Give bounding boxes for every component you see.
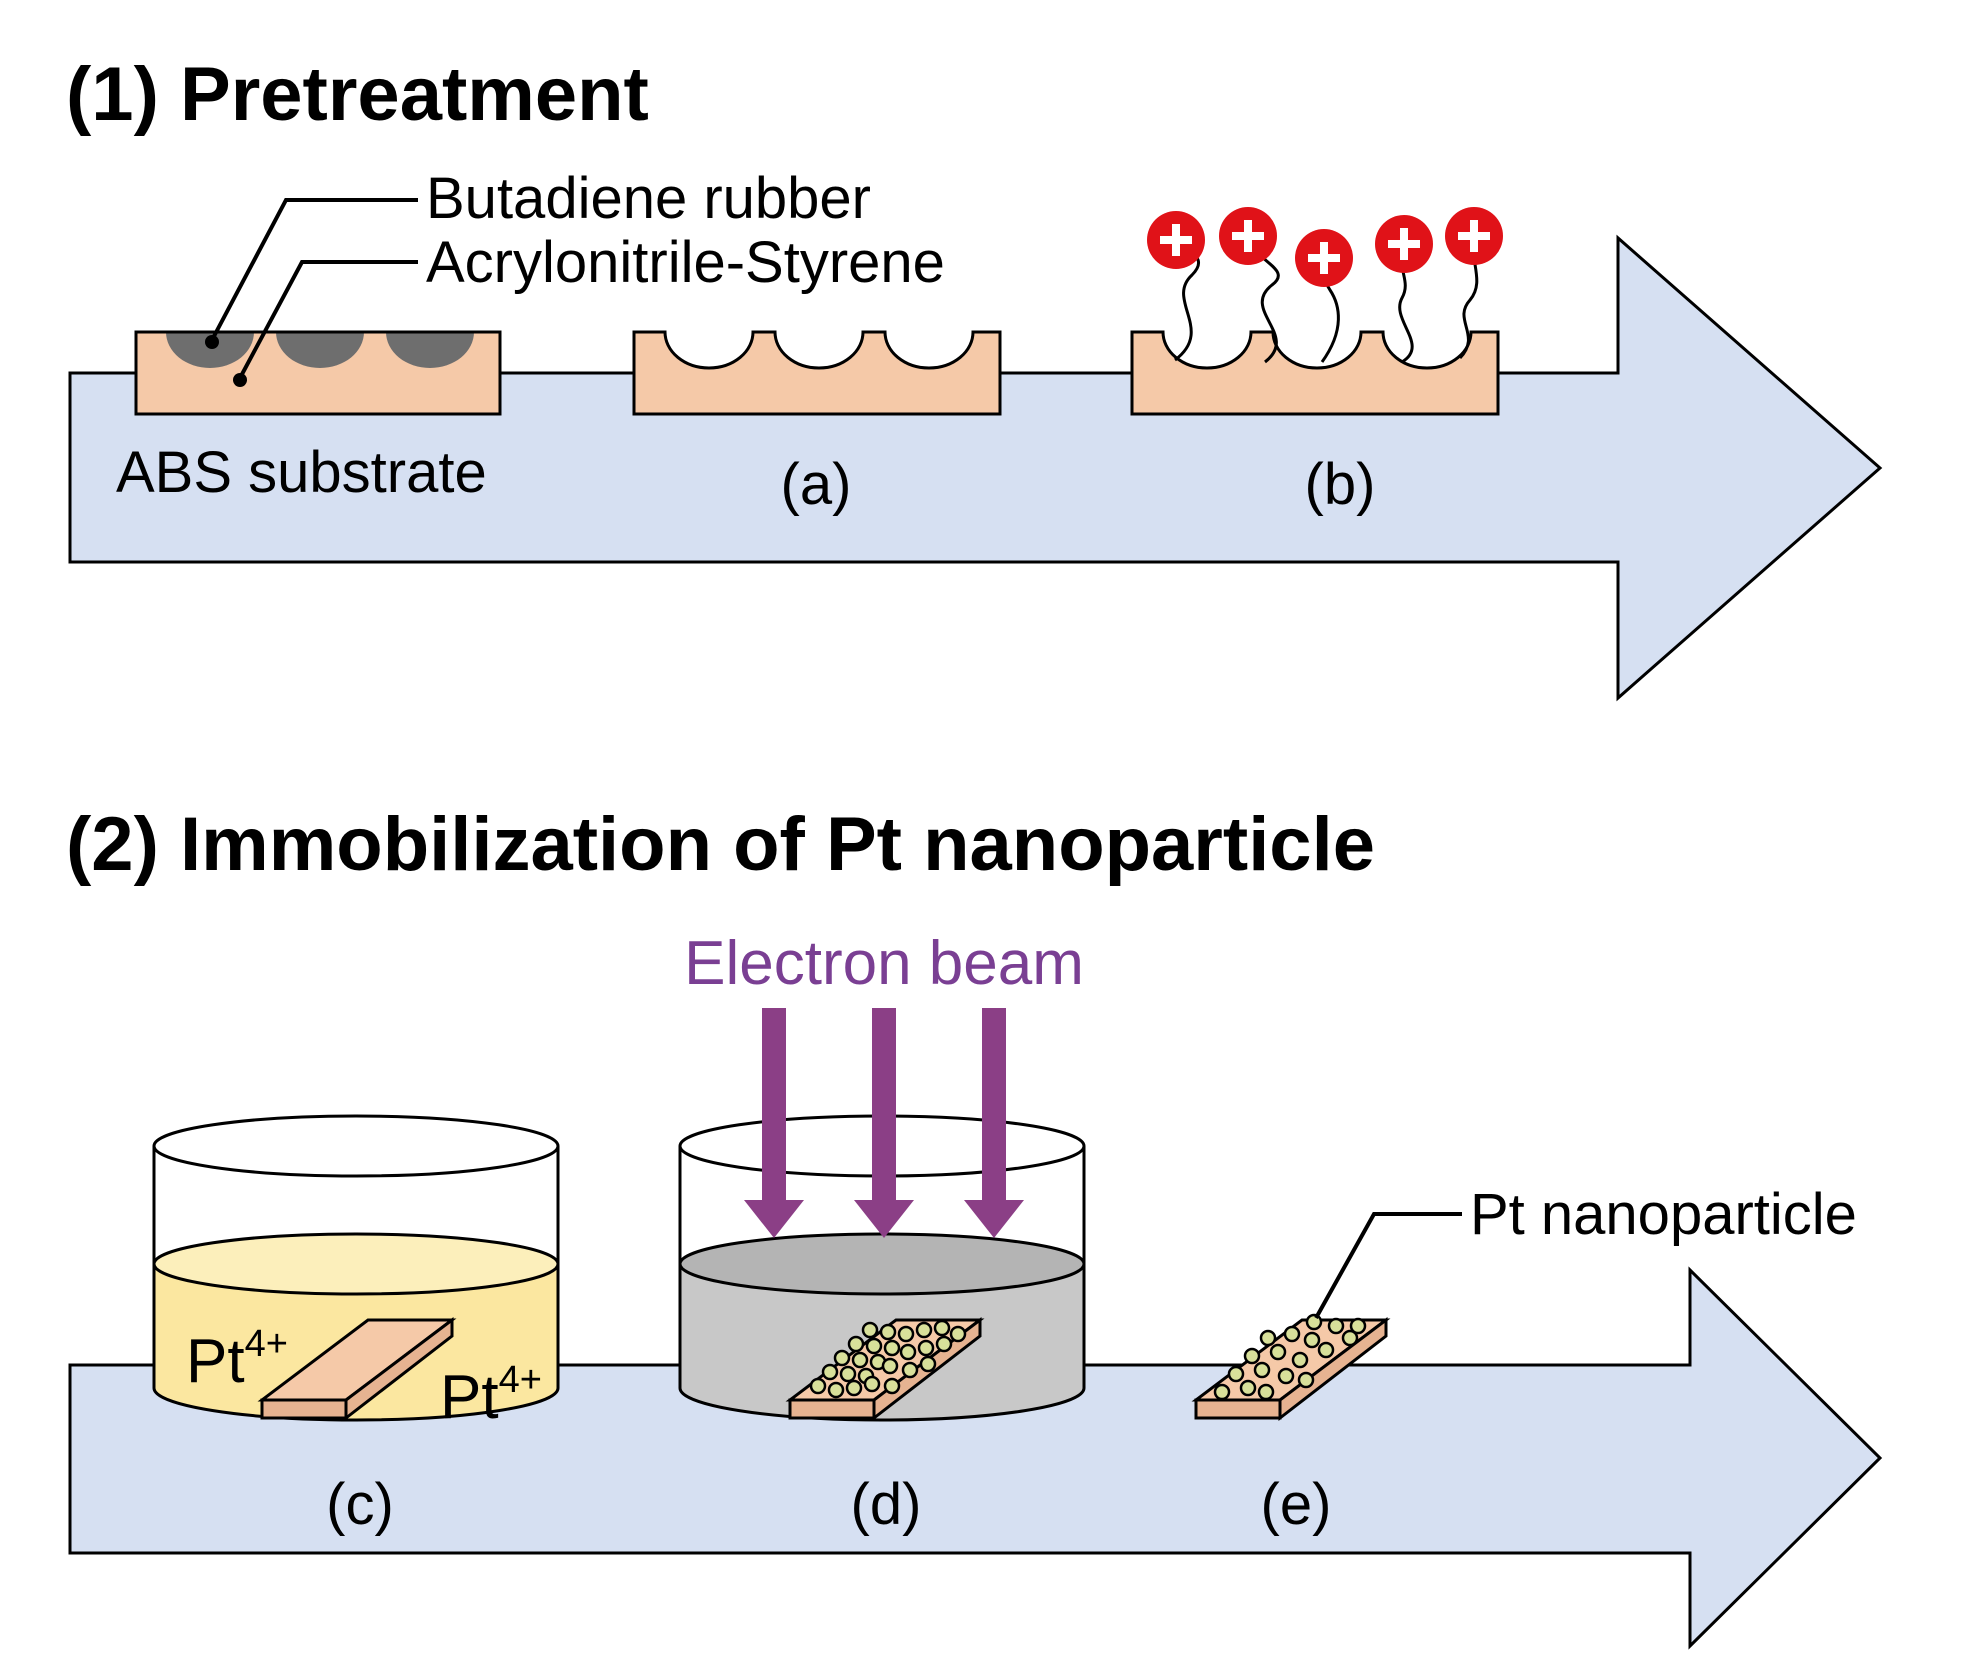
nanoparticle-leader-line bbox=[1314, 1212, 1462, 1319]
beaker-d bbox=[678, 1114, 1086, 1422]
final-substrate-e bbox=[1191, 1313, 1391, 1422]
abs-substrate bbox=[134, 330, 502, 416]
process-arrow-1 bbox=[68, 234, 1883, 702]
pt-nanoparticles-e bbox=[1213, 1313, 1367, 1401]
electron-beam-arrow-icon bbox=[744, 1008, 804, 1238]
step-d-label: (d) bbox=[851, 1472, 922, 1537]
butadiene-pointer-dot bbox=[205, 335, 219, 349]
electron-beam-arrow-icon bbox=[964, 1008, 1024, 1238]
pt-nanoparticle-label: Pt nanoparticle bbox=[1470, 1182, 1857, 1247]
step-c-label: (c) bbox=[326, 1472, 394, 1537]
electron-beam-arrow-icon bbox=[854, 1008, 914, 1238]
step-a-label: (a) bbox=[781, 452, 852, 517]
section-1-heading: (1) Pretreatment bbox=[66, 52, 649, 137]
abs-substrate-label: ABS substrate bbox=[116, 440, 487, 505]
leader-lines-section-1 bbox=[210, 198, 418, 379]
electron-beam-label: Electron beam bbox=[684, 929, 1084, 998]
process-arrow-2 bbox=[68, 1266, 1883, 1650]
etched-substrate-a bbox=[632, 330, 1002, 416]
butadiene-rubber-domains bbox=[166, 332, 474, 368]
functionalized-substrate-b bbox=[1130, 330, 1500, 416]
plus-cation-icon bbox=[1147, 211, 1205, 269]
pt-ion-left-label: Pt4+ bbox=[186, 1323, 288, 1396]
step-e-label: (e) bbox=[1261, 1472, 1332, 1537]
acrylonitrile-pointer-dot bbox=[233, 373, 247, 387]
cation-groups bbox=[1147, 207, 1503, 287]
plus-cation-icon bbox=[1445, 207, 1503, 265]
butadiene-rubber-label: Butadiene rubber bbox=[426, 166, 871, 231]
acrylonitrile-styrene-label: Acrylonitrile-Styrene bbox=[426, 230, 945, 295]
plus-cation-icon bbox=[1375, 215, 1433, 273]
section-2-heading: (2) Immobilization of Pt nanoparticle bbox=[66, 802, 1375, 887]
beaker-c bbox=[152, 1114, 560, 1422]
pt-nanoparticles-d bbox=[809, 1319, 967, 1399]
plus-cation-icon bbox=[1295, 229, 1353, 287]
step-b-label: (b) bbox=[1305, 452, 1376, 517]
electron-beam-arrows bbox=[744, 1008, 1024, 1238]
plus-cation-icon bbox=[1219, 207, 1277, 265]
pt-ion-right-label: Pt4+ bbox=[440, 1359, 542, 1432]
